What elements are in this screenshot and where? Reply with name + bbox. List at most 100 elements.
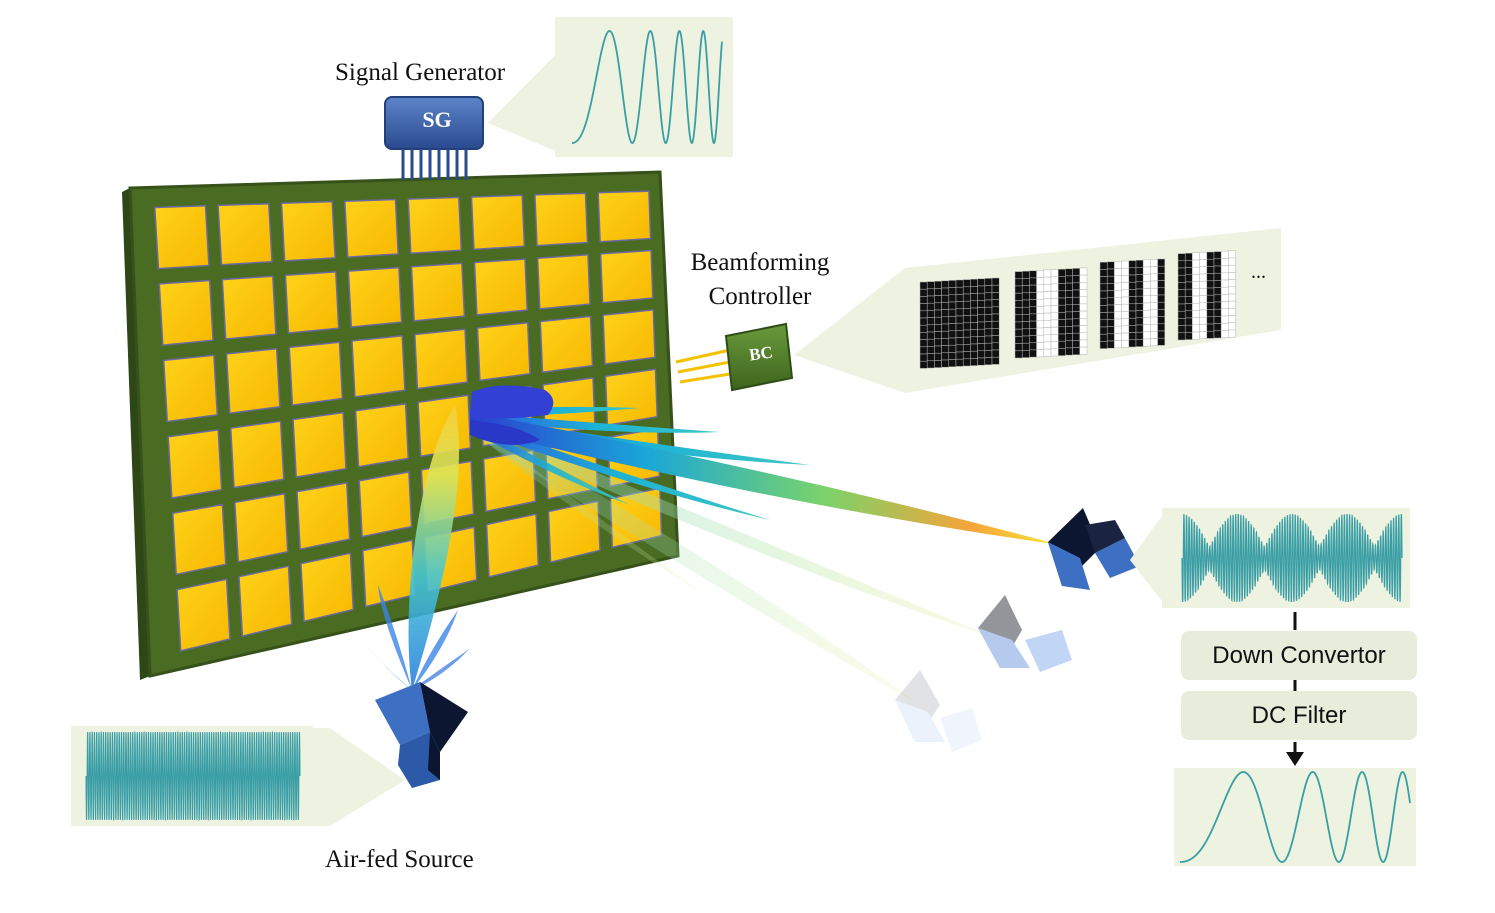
codebook-cell [1079, 282, 1088, 290]
codebook-cell [1050, 319, 1059, 328]
codebook-cell [1014, 278, 1023, 287]
codebook-cell [1079, 289, 1088, 298]
codebook-cell [919, 332, 928, 340]
codebook-cell [1184, 317, 1193, 326]
codebook-cell [970, 358, 978, 366]
sg-chip-body [384, 96, 484, 150]
sg-wave-panel [555, 17, 733, 157]
patch-element [347, 266, 403, 328]
ghost-horn-2-front [895, 670, 940, 742]
codebook-cell [926, 331, 935, 340]
codebook-cell [1043, 284, 1052, 292]
codebook-cell [1150, 302, 1158, 311]
codebook-cell [1099, 283, 1108, 292]
codebook-cell [948, 308, 957, 317]
codebook-cell [1184, 252, 1193, 261]
codebook-cell [948, 301, 957, 310]
codebook-cell [1072, 332, 1081, 341]
patch-element [414, 328, 469, 390]
codebook-cell [1184, 260, 1193, 268]
codebook-cell [1057, 283, 1066, 292]
patch-element [485, 513, 540, 578]
patch-element [473, 258, 528, 316]
codebook-cell [941, 352, 950, 361]
codebook-cell [962, 315, 971, 324]
codebook-cell [1192, 331, 1200, 340]
ghost-beam-1 [470, 420, 1000, 640]
codebook-cell [1199, 273, 1208, 282]
codebook-cell [934, 295, 942, 304]
codebook-cell [1050, 276, 1059, 285]
codebook-cell [1036, 298, 1045, 307]
codebook-cell [1206, 294, 1215, 303]
codebook-cell [1228, 257, 1236, 266]
codebook-cell [1135, 259, 1144, 268]
codebook-cell [1199, 302, 1208, 311]
codebook-cell [934, 288, 942, 296]
codebook-cell [1057, 276, 1066, 284]
codebook-cell [1036, 327, 1045, 336]
patch-element [536, 254, 591, 310]
codebook-cell [1029, 342, 1037, 351]
arrow-down-icon [1286, 752, 1304, 766]
codebook-cell [1177, 289, 1186, 298]
codebook-cell [1043, 291, 1052, 300]
codebook-cell [948, 337, 957, 346]
codebook-cell [919, 339, 928, 348]
codebook-cell [926, 281, 935, 290]
patch-element [284, 271, 340, 334]
codebook-cell [1106, 311, 1115, 320]
codebook-cell [1029, 277, 1037, 286]
codebook-cell [1021, 335, 1030, 344]
codebook-cell [1114, 333, 1122, 341]
codebook-cell [1128, 267, 1137, 276]
codebook-cell [955, 322, 964, 331]
codebook-cell [1192, 281, 1200, 290]
codebook-cell [1157, 280, 1166, 289]
codebook-cell [1206, 302, 1215, 310]
codebook-cell [926, 324, 935, 333]
codebook-cell [941, 287, 950, 296]
beamforming-label-line1: Beamforming [690, 249, 830, 276]
codebook-cell [1184, 274, 1193, 283]
codebook-cell [1065, 333, 1073, 342]
codebook-cell [1065, 318, 1073, 327]
beam-ghost-group [470, 420, 1000, 705]
codebook-cell [955, 358, 964, 367]
codebook-cell [1192, 310, 1200, 318]
dc-filter-box: DC Filter [1181, 691, 1417, 740]
codebook-cell [1043, 312, 1052, 321]
patch-element [162, 354, 219, 423]
codebook-cell [1121, 332, 1130, 341]
codebook-cell [1072, 340, 1081, 348]
codebook-cell [1121, 275, 1130, 283]
codebook-cell [970, 278, 978, 287]
beam-origin-2 [470, 420, 540, 445]
codebook-cell [934, 302, 942, 311]
codebook-cell [1021, 321, 1030, 330]
codebook-cell [984, 299, 993, 308]
codebook-cell [955, 301, 964, 310]
codebook-cell [1150, 323, 1158, 332]
codebook-cell [1213, 316, 1222, 324]
codebook-cell [1220, 250, 1229, 259]
codebook-cell [1079, 339, 1088, 348]
codebook-cell [1220, 286, 1229, 295]
sg-waveform [572, 29, 723, 144]
codebook-cell [1014, 321, 1023, 330]
codebook-cell [977, 314, 986, 323]
codebook-cell [1206, 280, 1215, 289]
patch-element [229, 420, 285, 489]
codebook-cell [991, 342, 1000, 351]
patch-element [167, 429, 223, 499]
codebook-cell [1150, 338, 1158, 347]
codebook-cell [1057, 304, 1066, 313]
codebook-cell [1206, 273, 1215, 282]
codebook-cell [1043, 298, 1052, 307]
codebook-cell [1213, 301, 1222, 310]
patch-element [280, 200, 336, 262]
rx-horn-side [1048, 542, 1090, 590]
codebook-cell [1099, 276, 1108, 285]
codebook-cell [919, 360, 928, 369]
codebook-cell [1057, 312, 1066, 320]
